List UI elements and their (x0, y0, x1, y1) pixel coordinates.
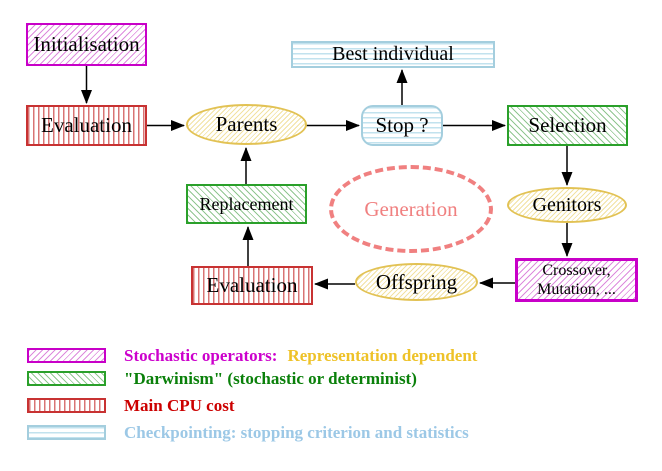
legend-label-main-cpu-cost: Main CPU cost (124, 396, 235, 415)
legend-item-stochastic-operators: Stochastic operators: Representation depe… (0, 346, 662, 368)
node-crossover-mutation: Crossover, Mutation, ... (515, 258, 638, 302)
legend-label-checkpointing: Checkpointing: stopping criterion and st… (124, 423, 469, 442)
node-replacement-label: Replacement (199, 193, 294, 214)
node-offspring: Offspring (355, 263, 478, 301)
node-evaluation-top-label: Evaluation (41, 113, 132, 138)
legend-swatch-green-diagonal-hatch (27, 371, 106, 386)
node-initialisation: Initialisation (26, 23, 147, 66)
node-parents: Parents (186, 104, 307, 145)
node-best-individual: Best individual (291, 41, 495, 68)
node-evaluation-bottom: Evaluation (191, 266, 313, 305)
legend-item-checkpointing: Checkpointing: stopping criterion and st… (0, 423, 662, 445)
node-evaluation-top: Evaluation (26, 105, 147, 146)
node-best-individual-label: Best individual (332, 43, 454, 65)
legend-swatch-red-vertical-hatch (27, 398, 106, 413)
node-initialisation-label: Initialisation (33, 32, 140, 57)
node-stop: Stop ? (361, 105, 443, 146)
node-genitors: Genitors (507, 187, 627, 223)
node-generation: Generation (329, 165, 493, 253)
node-evaluation-bottom-label: Evaluation (206, 273, 298, 298)
node-selection: Selection (507, 105, 628, 146)
legend-item-darwinism: "Darwinism" (stochastic or determinist) (0, 369, 662, 391)
node-selection-label: Selection (528, 113, 607, 138)
node-stop-label: Stop ? (375, 113, 429, 138)
legend-swatch-magenta-diagonal-hatch (27, 348, 106, 363)
node-replacement: Replacement (186, 184, 307, 224)
legend-swatch-blue-horizontal-hatch (27, 425, 106, 440)
legend-label-stochastic-operators: Stochastic operators: (124, 346, 278, 365)
legend-item-main-cpu-cost: Main CPU cost (0, 396, 662, 418)
legend-label-darwinism: "Darwinism" (stochastic or determinist) (124, 369, 417, 388)
node-offspring-label: Offspring (375, 269, 458, 294)
node-crossover-line1: Crossover, (542, 262, 611, 279)
node-crossover-line2: Mutation, ... (537, 281, 616, 298)
node-parents-label: Parents (215, 112, 278, 137)
node-generation-label: Generation (364, 196, 458, 221)
node-genitors-label: Genitors (532, 193, 602, 216)
legend-label-representation-dependent: Representation dependent (287, 346, 478, 365)
legend-label: Stochastic operators: Representation depe… (124, 346, 477, 366)
